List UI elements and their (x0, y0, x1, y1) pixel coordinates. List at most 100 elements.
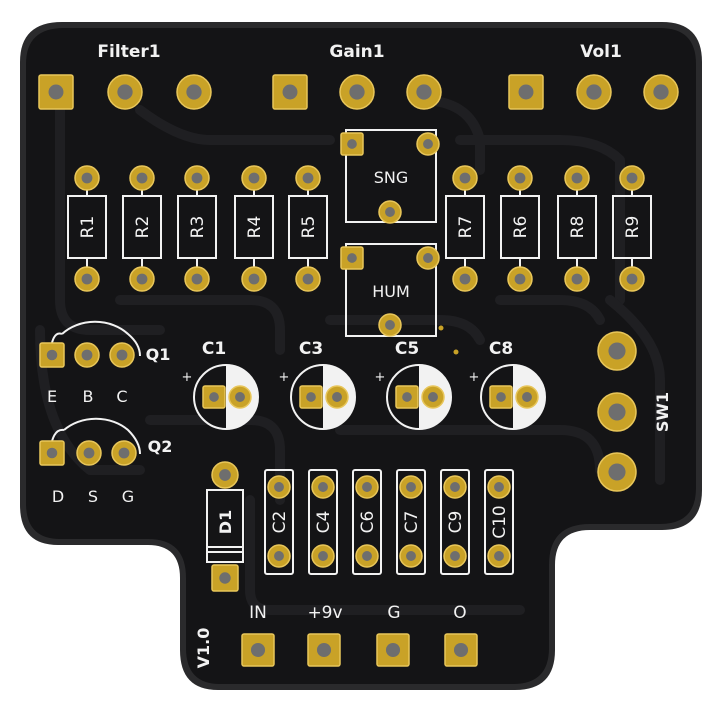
pad-drill (608, 403, 626, 421)
transistor-q2: Q2 D S G (39, 417, 173, 506)
square-pad-icon (376, 633, 410, 667)
square-pad-icon (272, 74, 308, 110)
via (438, 325, 444, 331)
pad-in: IN (241, 603, 275, 667)
round-pad-icon (597, 392, 637, 432)
pot-label-vol1: Vol1 (580, 42, 622, 62)
pad-drill (81, 172, 93, 184)
pad-drill (302, 273, 314, 285)
pad-drill (302, 172, 314, 184)
round-pad-icon (211, 461, 239, 489)
pad-label-in: IN (249, 603, 267, 623)
round-pad-icon (241, 266, 267, 292)
pad-drill (385, 642, 401, 658)
pad-drill (347, 139, 357, 149)
transistor-ref-q2: Q2 (148, 437, 173, 456)
square-pad-icon (489, 385, 513, 409)
pad-drill (83, 447, 95, 459)
resistor-ref: R7 (456, 216, 476, 239)
capacitor-outline (290, 364, 356, 430)
capacitor-ref: C3 (299, 339, 323, 359)
plus-polarity-icon: + (469, 370, 480, 385)
pad-drill (385, 320, 395, 330)
round-pad-icon (267, 544, 291, 568)
pin-label-d: D (52, 487, 64, 506)
switch-sw1: SW1 (597, 331, 672, 492)
pad-drill (423, 139, 433, 149)
resistor-ref: R9 (623, 216, 643, 239)
pad-o: O (444, 603, 478, 667)
round-pad-icon (643, 74, 679, 110)
pad-drill (274, 551, 284, 561)
pot-vol1: Vol1 (508, 42, 679, 110)
electrolytic-c8: C8 + (469, 339, 546, 430)
pad-drill (571, 172, 583, 184)
pad-drill (191, 172, 203, 184)
round-pad-icon (311, 475, 335, 499)
pad-drill (248, 172, 260, 184)
capacitor-ref: C9 (446, 511, 466, 534)
round-pad-icon (416, 132, 440, 156)
pad-drill (209, 392, 219, 402)
round-pad-icon (228, 385, 252, 409)
pad-drill (453, 642, 469, 658)
round-pad-icon (129, 165, 155, 191)
transistor-q1: Q1 E B C (39, 320, 171, 406)
round-pad-icon (619, 266, 645, 292)
round-pad-icon (107, 74, 143, 110)
pad-drill (318, 482, 328, 492)
capacitor-ref: C1 (202, 339, 226, 359)
pad-drill (402, 392, 412, 402)
pad-drill (514, 273, 526, 285)
round-pad-icon (74, 342, 100, 368)
trimmer-label-hum: HUM (372, 282, 410, 301)
round-pad-icon (399, 475, 423, 499)
round-pad-icon (619, 165, 645, 191)
electrolytic-c3: C3+ (279, 339, 356, 430)
resistor-ref: R2 (133, 216, 153, 239)
pad-drill (250, 642, 266, 658)
pad-drill (450, 482, 460, 492)
resistor-r5: R5 (288, 165, 328, 292)
pad-drill (586, 84, 602, 100)
round-pad-icon (184, 266, 210, 292)
pad-drill (518, 84, 534, 100)
pin-label-e: E (47, 387, 57, 406)
pad-drill (81, 273, 93, 285)
electrolytic-c1: C1+ (182, 339, 259, 430)
trimmer-hum: HUM (340, 243, 440, 337)
pad-drill (306, 392, 316, 402)
square-pad-icon (39, 440, 65, 466)
capacitor-outline (480, 364, 546, 430)
resistor-ref: R3 (188, 216, 208, 239)
pad-drill (81, 349, 93, 361)
pad-drill (571, 273, 583, 285)
transistor-ref-q1: Q1 (146, 345, 171, 364)
diode-d1: D1 (206, 461, 244, 592)
capacitor-c6: C6 (352, 469, 382, 575)
diode-outline (206, 489, 244, 563)
pad-drill (46, 447, 58, 459)
pot-label-gain1: Gain1 (329, 42, 384, 62)
resistor-r6: R6 (500, 165, 540, 292)
capacitor-outline (484, 469, 514, 575)
round-pad-icon (507, 266, 533, 292)
round-pad-icon (76, 440, 102, 466)
electrolytic-c5: C5+ (375, 339, 452, 430)
round-pad-icon (241, 165, 267, 191)
capacitor-ref: C8 (489, 339, 513, 359)
pad-drill (416, 84, 432, 100)
trimmer-outline (345, 243, 437, 337)
resistor-r1: R1 (67, 165, 107, 292)
pin-label-s: S (88, 487, 98, 506)
capacitor-c2: C2 (264, 469, 294, 575)
round-pad-icon (378, 200, 402, 224)
square-pad-icon (340, 132, 364, 156)
pad-label-9v: +9v (307, 603, 342, 623)
pad-drill (186, 84, 202, 100)
capacitor-outline (308, 469, 338, 575)
square-pad-icon (241, 633, 275, 667)
pad-drill (274, 482, 284, 492)
pad-drill (136, 172, 148, 184)
capacitor-outline (352, 469, 382, 575)
